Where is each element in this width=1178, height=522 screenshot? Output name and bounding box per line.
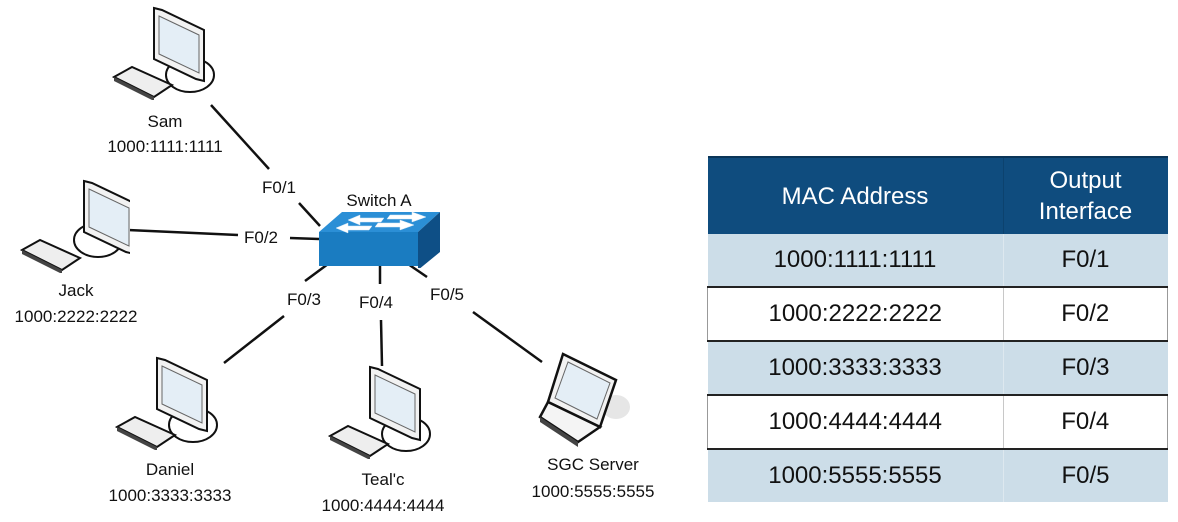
cell-mac: 1000:2222:2222 [707,286,1004,342]
link-daniel-switch [304,262,329,283]
desktop-computer-icon[interactable] [115,355,225,450]
port-label-f0-5: F0/5 [430,285,465,304]
table-row: 1000:1111:1111 F0/1 [707,234,1168,287]
table-row: 1000:2222:2222 F0/2 [707,286,1168,342]
host-name-sam: Sam [147,112,183,131]
port-label-f0-3: F0/3 [287,290,322,309]
link-daniel [223,315,285,364]
port-label-f0-2: F0/2 [244,228,279,247]
link-jack [127,228,239,237]
link-server [472,310,543,364]
port-label-f0-1: F0/1 [262,178,297,197]
cell-interface: F0/5 [1003,449,1168,502]
table-row: 1000:4444:4444 F0/4 [707,394,1168,450]
cell-interface: F0/4 [1003,394,1168,450]
link-sam-switch [298,202,321,227]
host-mac-jack: 1000:2222:2222 [14,307,138,326]
cell-interface: F0/1 [1003,234,1168,287]
host-name-sgc-server: SGC Server [547,455,639,474]
host-name-daniel: Daniel [145,460,195,479]
desktop-computer-icon[interactable] [20,178,130,273]
desktop-computer-icon[interactable] [112,5,222,100]
host-name-tealc: Teal'c [361,470,405,489]
link-server-switch [407,262,428,279]
cell-mac: 1000:3333:3333 [707,341,1004,395]
link-tealc [379,319,384,367]
header-mac-address: MAC Address [707,156,1004,234]
switch-icon[interactable] [314,210,444,268]
host-mac-daniel: 1000:3333:3333 [108,486,232,505]
host-mac-tealc: 1000:4444:4444 [321,496,445,515]
connection-lines [127,104,543,367]
cell-interface: F0/2 [1003,286,1168,342]
host-name-jack: Jack [58,281,94,300]
switch-label: Switch A [346,191,412,210]
host-mac-sgc-server: 1000:5555:5555 [531,482,655,501]
link-sam [210,104,270,170]
network-diagram: Switch A F0/1 F0/2 F0/3 F0/4 F0/5 Sam 10… [14,5,655,515]
cell-mac: 1000:1111:1111 [707,234,1004,287]
cell-interface: F0/3 [1003,341,1168,395]
cell-mac: 1000:5555:5555 [707,449,1004,502]
table-row: 1000:3333:3333 F0/3 [707,341,1168,395]
table-row: 1000:5555:5555 F0/5 [707,449,1168,502]
laptop-computer-icon[interactable] [538,352,638,447]
desktop-computer-icon[interactable] [328,364,438,459]
host-mac-sam: 1000:1111:1111 [107,137,223,156]
cell-mac: 1000:4444:4444 [707,394,1004,450]
port-label-f0-4: F0/4 [359,293,394,312]
link-jack-switch [289,236,320,241]
